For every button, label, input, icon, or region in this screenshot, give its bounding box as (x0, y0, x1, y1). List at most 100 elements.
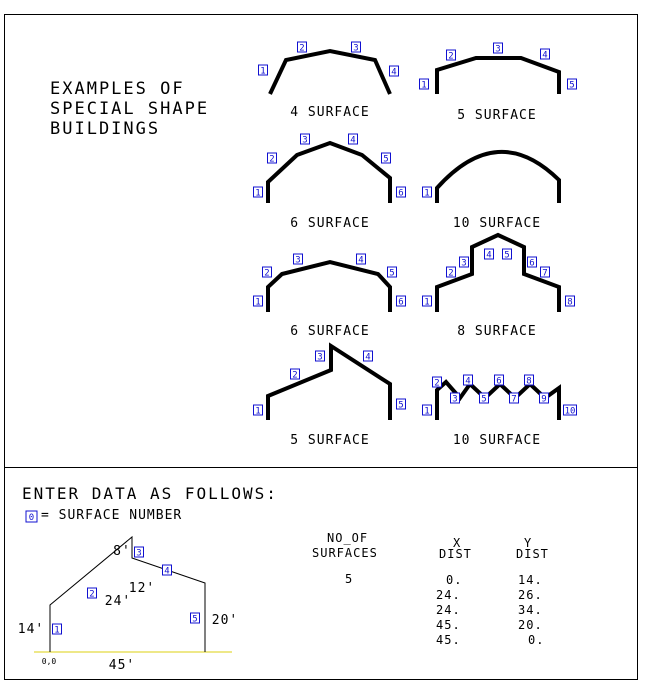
surface-number-5-1: 1 (253, 295, 263, 307)
svg-text:8: 8 (526, 376, 531, 386)
surface-number-3-1: 1 (253, 186, 263, 198)
label-6-surface-b: 6 SURFACE (290, 324, 369, 339)
surface-number-2-1: 1 (419, 78, 429, 90)
svg-text:1: 1 (260, 66, 265, 76)
y-dist-1: 14. (518, 573, 543, 587)
svg-text:3: 3 (302, 135, 307, 145)
title-line-1: EXAMPLES OF (50, 79, 185, 99)
surface-number-5-5: 5 (387, 266, 397, 278)
label-5-surface-b: 5 SURFACE (290, 433, 369, 448)
surface-number-6-8: 8 (565, 295, 575, 307)
no-of-surfaces-value: 5 (345, 572, 354, 586)
svg-text:2: 2 (448, 268, 453, 278)
enter-data-heading: ENTER DATA AS FOLLOWS: (22, 484, 278, 503)
svg-text:10: 10 (565, 406, 576, 416)
surface-number-8-10: 10 (563, 404, 577, 416)
svg-text:3: 3 (353, 43, 358, 53)
surface-number-4-1: 1 (422, 186, 432, 198)
surface-number-3-6: 6 (396, 186, 406, 198)
label-10-surface-a: 10 SURFACE (453, 216, 541, 231)
svg-text:8: 8 (567, 297, 572, 307)
surface-number-7-4: 4 (363, 350, 373, 362)
x-dist-4: 45. (436, 618, 461, 632)
surface-number-6-3: 3 (459, 256, 469, 268)
svg-text:2: 2 (299, 43, 304, 53)
svg-text:3: 3 (461, 258, 466, 268)
surface-number-1-1: 1 (258, 64, 268, 76)
svg-text:6: 6 (496, 376, 501, 386)
surface-number-7-1: 1 (253, 404, 263, 416)
header-y-2: DIST (516, 547, 549, 561)
surface-number-3-5: 5 (381, 152, 391, 164)
surface-number-2-4: 4 (540, 48, 550, 60)
svg-text:2: 2 (89, 589, 94, 599)
svg-text:2: 2 (264, 268, 269, 278)
shape-5-surface-b (266, 342, 392, 420)
svg-text:1: 1 (421, 80, 426, 90)
surface-number-8-4: 4 (463, 374, 473, 386)
surface-number-6-2: 2 (446, 266, 456, 278)
svg-text:7: 7 (511, 394, 516, 404)
svg-text:6: 6 (398, 188, 403, 198)
dim-width: 45' (109, 658, 135, 673)
surface-number-2-5: 5 (567, 78, 577, 90)
surface-number-8-7: 7 (509, 392, 519, 404)
surface-number-8-1: 1 (422, 404, 432, 416)
building-surface-number-4: 4 (162, 564, 172, 576)
surface-number-5-3: 3 (293, 253, 303, 265)
x-dist-2: 24. (436, 588, 461, 602)
svg-text:4: 4 (391, 67, 396, 77)
svg-text:4: 4 (164, 566, 169, 576)
svg-text:3: 3 (317, 352, 322, 362)
y-dist-5: 0. (528, 633, 545, 647)
surface-number-6-1: 1 (422, 295, 432, 307)
dim-left-height: 14' (18, 622, 44, 637)
surface-number-8-2: 2 (432, 376, 442, 388)
surface-number-7-2: 2 (290, 368, 300, 380)
dim-roof-rise: 12' (129, 581, 155, 596)
shape-6-surface-a (266, 140, 392, 203)
building-surface-number-5: 5 (190, 612, 200, 624)
header-surfaces-2: SURFACES (312, 546, 378, 560)
shape-10-surface-a (435, 149, 561, 203)
svg-text:7: 7 (542, 268, 547, 278)
svg-text:3: 3 (136, 548, 141, 558)
svg-text:6: 6 (398, 297, 403, 307)
svg-text:3: 3 (495, 44, 500, 54)
svg-text:5: 5 (192, 614, 197, 624)
svg-text:5: 5 (398, 400, 403, 410)
svg-text:5: 5 (504, 250, 509, 260)
label-8-surface: 8 SURFACE (457, 324, 536, 339)
surface-number-1-2: 2 (297, 41, 307, 53)
surface-number-6-4: 4 (484, 248, 494, 260)
legend-text: = SURFACE NUMBER (41, 508, 183, 523)
surface-number-3-3: 3 (300, 133, 310, 145)
surface-number-8-8: 8 (524, 374, 534, 386)
svg-text:4: 4 (486, 250, 491, 260)
surface-number-7-5: 5 (396, 398, 406, 410)
dim-right-height: 20' (212, 613, 238, 628)
surface-number-6-5: 5 (502, 248, 512, 260)
x-dist-5: 45. (436, 633, 461, 647)
svg-text:2: 2 (292, 370, 297, 380)
svg-text:9: 9 (541, 394, 546, 404)
surface-number-6-7: 7 (540, 266, 550, 278)
svg-text:3: 3 (452, 394, 457, 404)
dim-origin: 0,0 (42, 657, 57, 666)
label-5-surface-a: 5 SURFACE (457, 108, 536, 123)
svg-text:1: 1 (255, 297, 260, 307)
label-4-surface: 4 SURFACE (290, 105, 369, 120)
x-dist-1: 0. (446, 573, 463, 587)
building-surface-number-1: 1 (52, 623, 62, 635)
surface-number-1-3: 3 (351, 41, 361, 53)
surface-number-8-5: 5 (479, 392, 489, 404)
surface-number-2-2: 2 (446, 49, 456, 61)
svg-text:5: 5 (569, 80, 574, 90)
dim-roof-left: 24' (105, 594, 131, 609)
y-dist-3: 34. (518, 603, 543, 617)
building-surface-number-3: 3 (134, 546, 144, 558)
svg-text:2: 2 (269, 154, 274, 164)
svg-text:1: 1 (54, 625, 59, 635)
svg-text:3: 3 (295, 255, 300, 265)
